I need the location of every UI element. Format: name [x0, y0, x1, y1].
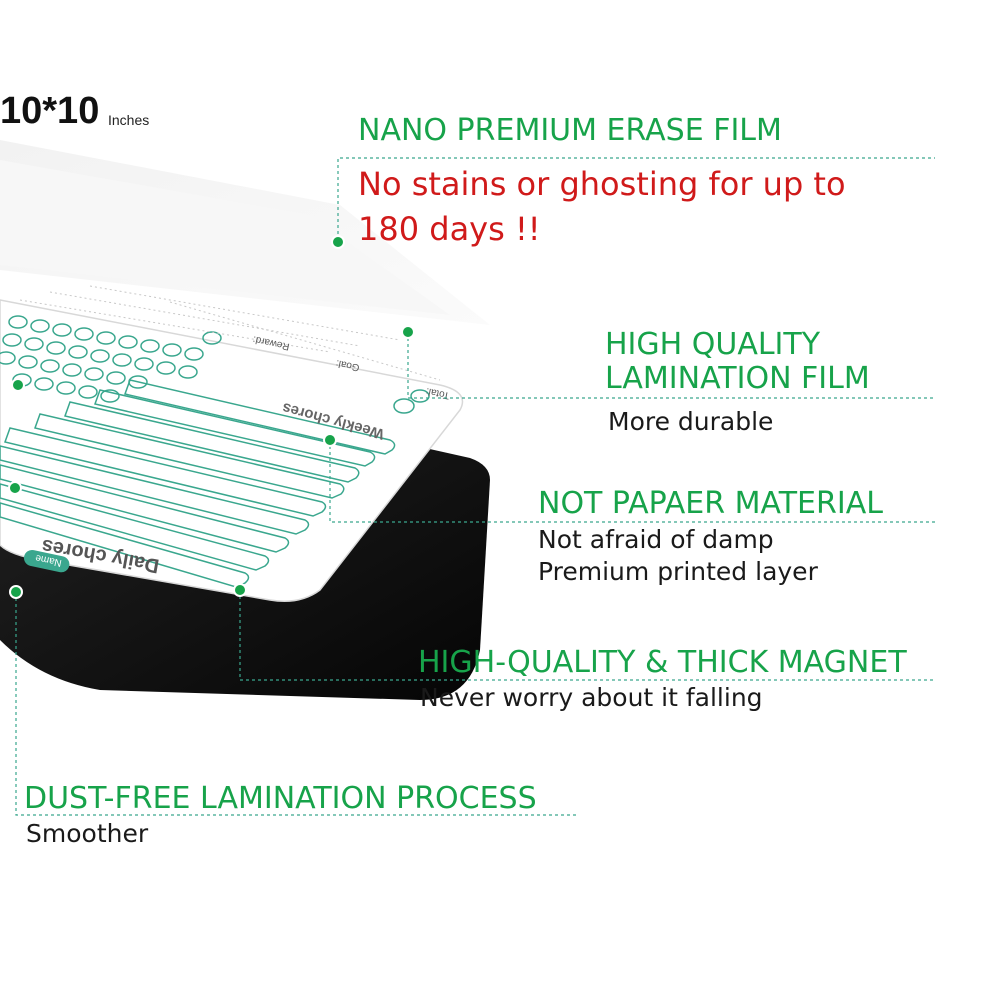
- callout-erase-film-highlight-2: 180 days !!: [358, 210, 541, 248]
- callout-lamination-desc: More durable: [608, 407, 774, 436]
- callout-erase-film-heading: NANO PREMIUM ERASE FILM: [358, 113, 782, 148]
- size-unit: Inches: [108, 112, 150, 128]
- callout-dust-free-desc: Smoother: [26, 819, 149, 848]
- size-value: 10*10: [0, 90, 100, 132]
- callout-material-desc-2: Premium printed layer: [538, 557, 818, 586]
- callout-leader-lines: [15, 157, 935, 816]
- total-label: Total:: [425, 385, 451, 401]
- callout-lamination-heading-2: LAMINATION FILM: [605, 361, 870, 396]
- board-dotted-lines: [19, 285, 441, 381]
- callout-magnet-desc: Never worry about it falling: [420, 683, 763, 712]
- callout-dots: [8, 235, 415, 599]
- callout-material-heading: NOT PAPAER MATERIAL: [538, 486, 883, 521]
- callout-lamination-heading-1: HIGH QUALITY: [605, 327, 821, 362]
- goal-label: Goal:: [335, 357, 361, 373]
- callout-dust-free-heading: DUST-FREE LAMINATION PROCESS: [24, 781, 537, 816]
- callout-magnet-heading: HIGH-QUALITY & THICK MAGNET: [418, 645, 907, 680]
- printed-board-layer: [0, 299, 464, 602]
- callout-erase-film-highlight-1: No stains or ghosting for up to: [358, 165, 846, 203]
- callout-material-desc-1: Not afraid of damp: [538, 525, 774, 554]
- erase-film-layer-inner: [0, 160, 450, 315]
- name-tag: Name: [23, 550, 70, 573]
